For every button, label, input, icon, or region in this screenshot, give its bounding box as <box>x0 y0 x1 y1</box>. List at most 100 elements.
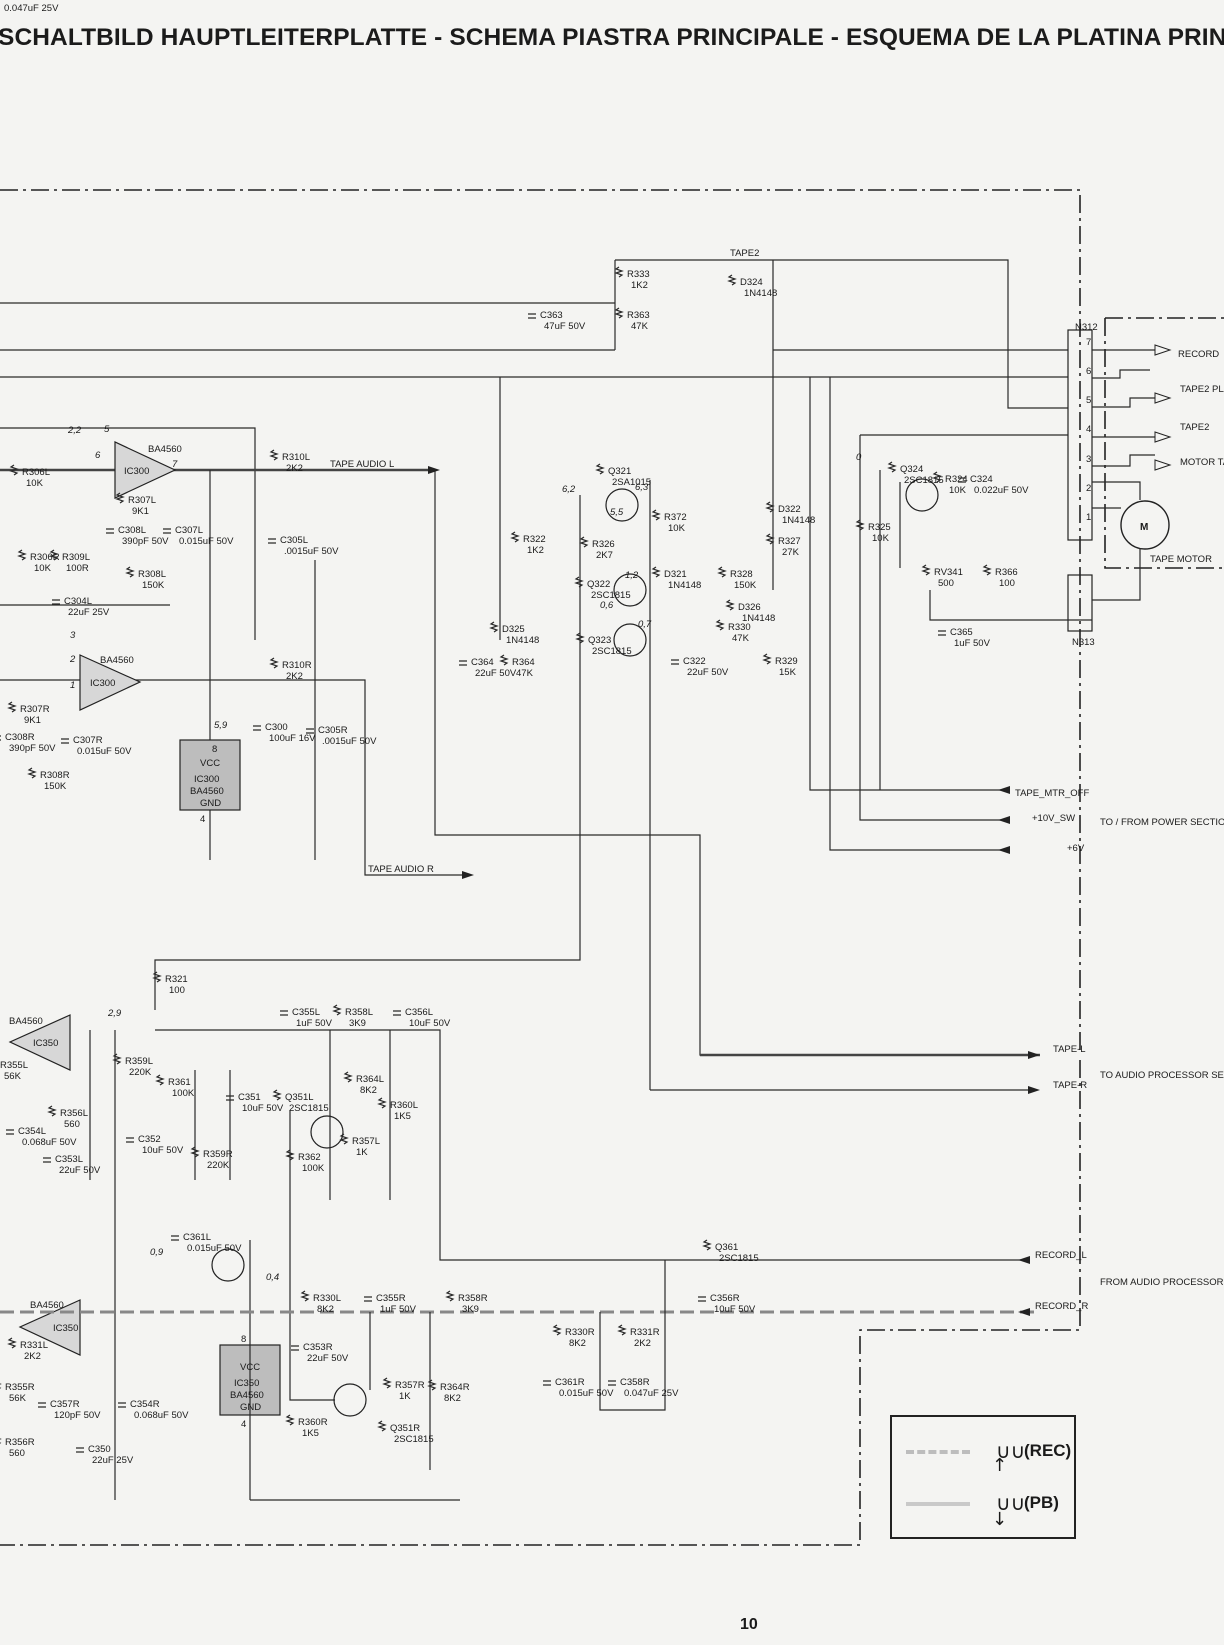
component-value: 8K2 <box>360 1085 377 1096</box>
component-ref: R306L <box>22 467 50 478</box>
resistor-symbol <box>332 1004 342 1016</box>
resistor-symbol <box>702 1239 712 1251</box>
component-ref: D321 <box>664 569 687 580</box>
capacitor-symbol <box>6 1129 14 1135</box>
component-ref: R360L <box>390 1100 418 1111</box>
component-ref: R331L <box>20 1340 48 1351</box>
capacitor-symbol <box>0 735 1 741</box>
capacitor-symbol <box>291 1345 299 1351</box>
component-ref: D324 <box>740 277 763 288</box>
component-value: 2SC1815 <box>289 1103 329 1114</box>
signal-label-10v-sw: +10V_SW <box>1032 813 1075 824</box>
resistor-symbol <box>47 1105 57 1117</box>
component-value: 220K <box>207 1160 230 1171</box>
connector-label-motor-tape1: MOTOR TAPE1 <box>1180 457 1224 468</box>
component-ref: R326 <box>592 539 615 550</box>
resistor-symbol <box>112 1053 122 1065</box>
component-ref: R364R <box>440 1382 470 1393</box>
resistor-symbol <box>17 549 27 561</box>
component-value: 10uF 50V <box>142 1145 184 1156</box>
resistor-symbol <box>595 463 605 475</box>
ic350b-label: IC350 <box>53 1323 78 1334</box>
component-value: .0015uF 50V <box>284 546 339 557</box>
component-ref: C355R <box>376 1293 406 1304</box>
component-ref: R364L <box>356 1074 384 1085</box>
resistor-symbol <box>285 1414 295 1426</box>
connector-n313: N313 <box>1072 637 1095 648</box>
component-value: 1K5 <box>302 1428 319 1439</box>
voltage-label: 0,7 <box>638 619 652 630</box>
component-value: 0.015uF 50V <box>179 536 234 547</box>
signal-label-tape2: TAPE2 <box>730 248 759 259</box>
component-value: 2SC1815 <box>904 475 944 486</box>
component-ref: R327 <box>778 536 801 547</box>
component-value: 100 <box>999 578 1015 589</box>
component-ref: C361R <box>555 1377 585 1388</box>
ic300-vcc: VCC <box>200 758 220 769</box>
capacitor-symbol <box>43 1157 51 1163</box>
component-value: 0.022uF 50V <box>974 485 1029 496</box>
voltage-label: 6,2 <box>562 484 576 495</box>
component-ref: R322 <box>523 534 546 545</box>
component-value: 1uF 50V <box>380 1304 417 1315</box>
component-ref: Q351R <box>390 1423 420 1434</box>
ic350-pin4: 4 <box>241 1419 246 1430</box>
component-value: 390pF 50V <box>9 743 56 754</box>
capacitor-symbol <box>958 477 966 483</box>
resistor-symbol <box>489 621 499 633</box>
component-ref: R310L <box>282 452 310 463</box>
component-ref: Q351L <box>285 1092 314 1103</box>
component-ref: C308L <box>118 525 146 536</box>
component-ref: D326 <box>738 602 761 613</box>
component-value: 390pF 50V <box>122 536 169 547</box>
component-ref: R333 <box>627 269 650 280</box>
component-ref: R331R <box>630 1327 660 1338</box>
component-value: 22uF 25V <box>68 607 110 618</box>
pin-6: 6 <box>1086 366 1091 377</box>
component-value: 10uF 50V <box>714 1304 756 1315</box>
legend-rec-row: ∪∪ (REC) <box>902 1437 1072 1467</box>
component-value: 22uF 50V <box>687 667 729 678</box>
component-value: 0.047uF 25V <box>4 3 59 14</box>
component-ref: R330L <box>313 1293 341 1304</box>
component-ref: R355R <box>5 1382 35 1393</box>
voltage-label: 0,4 <box>266 1272 279 1283</box>
resistor-symbol <box>445 1290 455 1302</box>
voltage-label: 0 <box>856 452 862 463</box>
resistor-symbol <box>575 632 585 644</box>
voltage-label: 2,2 <box>67 425 82 436</box>
component-value: 150K <box>142 580 165 591</box>
component-ref: R363 <box>627 310 650 321</box>
resistor-symbol <box>887 461 897 473</box>
component-value: 1K2 <box>527 545 544 556</box>
component-ref: R307R <box>20 704 50 715</box>
component-ref: R359R <box>203 1149 233 1160</box>
arrow-up-icon: ↑ <box>992 1455 1008 1476</box>
component-value: 2SA1015 <box>612 477 651 488</box>
page-title: SCHALTBILD HAUPTLEITERPLATTE - SCHEMA PI… <box>0 24 1224 51</box>
component-value: 2K7 <box>596 550 613 561</box>
component-ref: R330 <box>728 622 751 633</box>
component-value: 0.015uF 50V <box>77 746 132 757</box>
